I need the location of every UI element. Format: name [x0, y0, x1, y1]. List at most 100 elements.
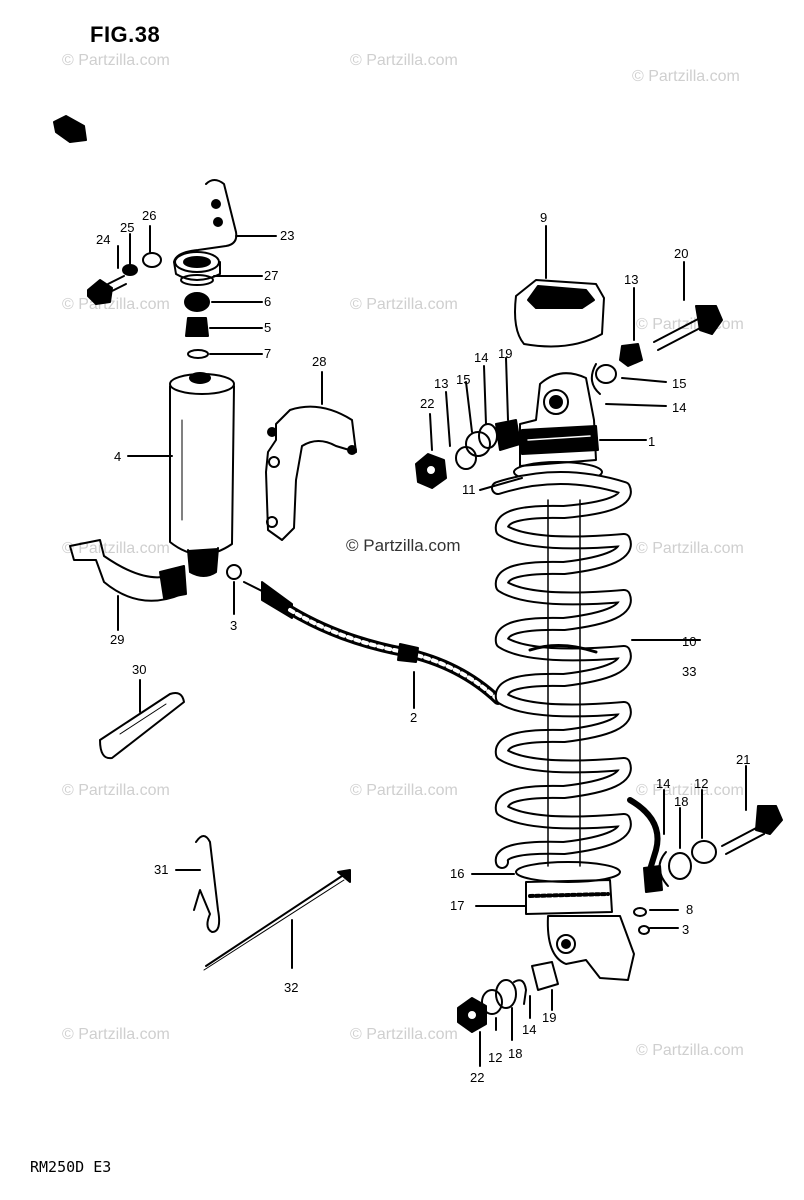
watermark: © Partzilla.com [62, 296, 170, 313]
part-26-washer [142, 252, 162, 268]
watermark: © Partzilla.com [350, 782, 458, 799]
part-15-spacer [595, 364, 617, 384]
callout-12: 12 [694, 776, 708, 791]
callout-19: 19 [542, 1010, 556, 1025]
part-17-adjuster [525, 879, 613, 915]
callout-18: 18 [508, 1046, 522, 1061]
part-8-washer [633, 907, 647, 917]
callout-22: 22 [470, 1070, 484, 1085]
part-18-spacer [668, 852, 692, 880]
part-14-seal [513, 979, 527, 1005]
part-24-bolt [87, 275, 127, 305]
callout-16: 16 [450, 866, 464, 881]
part-27-ring [180, 274, 214, 286]
callout-12: 12 [488, 1050, 502, 1065]
part-10-spring [491, 471, 632, 869]
part-12-washer [481, 989, 503, 1015]
part-12-washer [691, 840, 717, 864]
watermark: © Partzilla.com [636, 782, 744, 799]
part-28-bracket [265, 405, 357, 541]
callout-22: 22 [420, 396, 434, 411]
callout-2: 2 [410, 710, 417, 725]
part-9-cap [514, 279, 605, 348]
part-1-shock-body [519, 372, 599, 467]
callout-11: 11 [462, 482, 476, 497]
callout-25: 25 [120, 220, 134, 235]
part-22-nut [457, 997, 487, 1033]
callout-26: 26 [142, 208, 156, 223]
callout-33: 33 [682, 664, 696, 679]
part-13-collar [619, 343, 643, 367]
watermark: © Partzilla.com [62, 1026, 170, 1043]
callout-19: 19 [498, 346, 512, 361]
callout-20: 20 [674, 246, 688, 261]
part-6-cushion [184, 292, 210, 312]
part-20-bolt [653, 305, 723, 351]
part-3-o-ring [226, 564, 242, 580]
watermark: © Partzilla.com [62, 540, 170, 557]
part-31-pin [193, 835, 221, 933]
watermark: © Partzilla.com [350, 52, 458, 69]
part-32-cable-tie [203, 869, 351, 971]
callout-labels: 1 2 3 3 4 5 6 7 8 9 10 33 11 12 12 13 13… [96, 208, 750, 1085]
part-15-spacer [465, 431, 491, 457]
callout-18: 18 [674, 794, 688, 809]
callout-29: 29 [110, 632, 124, 647]
part-13-collar [455, 446, 477, 470]
callout-8: 8 [686, 902, 693, 917]
part-8-fitting [627, 797, 663, 893]
part-4-reservoir-tank [169, 372, 235, 577]
callout-14: 14 [522, 1022, 536, 1037]
watermark: © Partzilla.com [62, 782, 170, 799]
figure-title: FIG.38 [90, 22, 161, 47]
front-arrow-icon [53, 115, 87, 143]
part-23-reservoir-bracket [173, 179, 238, 281]
part-2-hose [243, 581, 503, 705]
callout-13: 13 [434, 376, 448, 391]
part-21-bolt [721, 805, 783, 855]
callout-24: 24 [96, 232, 110, 247]
watermark: © Partzilla.com [636, 1042, 744, 1059]
watermark: © Partzilla.com [636, 540, 744, 557]
part-29-strap [69, 539, 187, 602]
part-25-washer [122, 264, 138, 276]
watermark-center: © Partzilla.com [346, 536, 461, 555]
callout-30: 30 [132, 662, 146, 677]
callout-31: 31 [154, 862, 168, 877]
part-3-o-ring [638, 925, 650, 935]
part-19-bushing [495, 419, 521, 451]
callout-14: 14 [672, 400, 686, 415]
callout-14: 14 [474, 350, 488, 365]
callout-10: 10 [682, 634, 696, 649]
callout-32: 32 [284, 980, 298, 995]
watermark: © Partzilla.com [350, 296, 458, 313]
watermark: © Partzilla.com [632, 68, 740, 85]
part-22-nut [415, 453, 447, 489]
callout-23: 23 [280, 228, 294, 243]
part-5-nut [185, 317, 209, 337]
part-19-bushing [531, 961, 559, 991]
callout-7: 7 [264, 346, 271, 361]
part-18-spacer [495, 979, 517, 1009]
callout-21: 21 [736, 752, 750, 767]
callout-9: 9 [540, 210, 547, 225]
model-code: RM250D E3 [30, 1158, 112, 1176]
part-16-spring-seat [515, 861, 621, 883]
callout-15: 15 [672, 376, 686, 391]
callout-1: 1 [648, 434, 655, 449]
callout-17: 17 [450, 898, 464, 913]
callout-6: 6 [264, 294, 271, 309]
callout-3: 3 [682, 922, 689, 937]
part-30-clip [99, 692, 185, 760]
lower-eye [546, 915, 635, 981]
callout-14: 14 [656, 776, 670, 791]
watermark: © Partzilla.com [350, 1026, 458, 1043]
callout-13: 13 [624, 272, 638, 287]
callout-5: 5 [264, 320, 271, 335]
callout-3: 3 [230, 618, 237, 633]
callout-27: 27 [264, 268, 278, 283]
part-14-seal [658, 851, 669, 887]
callout-4: 4 [114, 449, 121, 464]
